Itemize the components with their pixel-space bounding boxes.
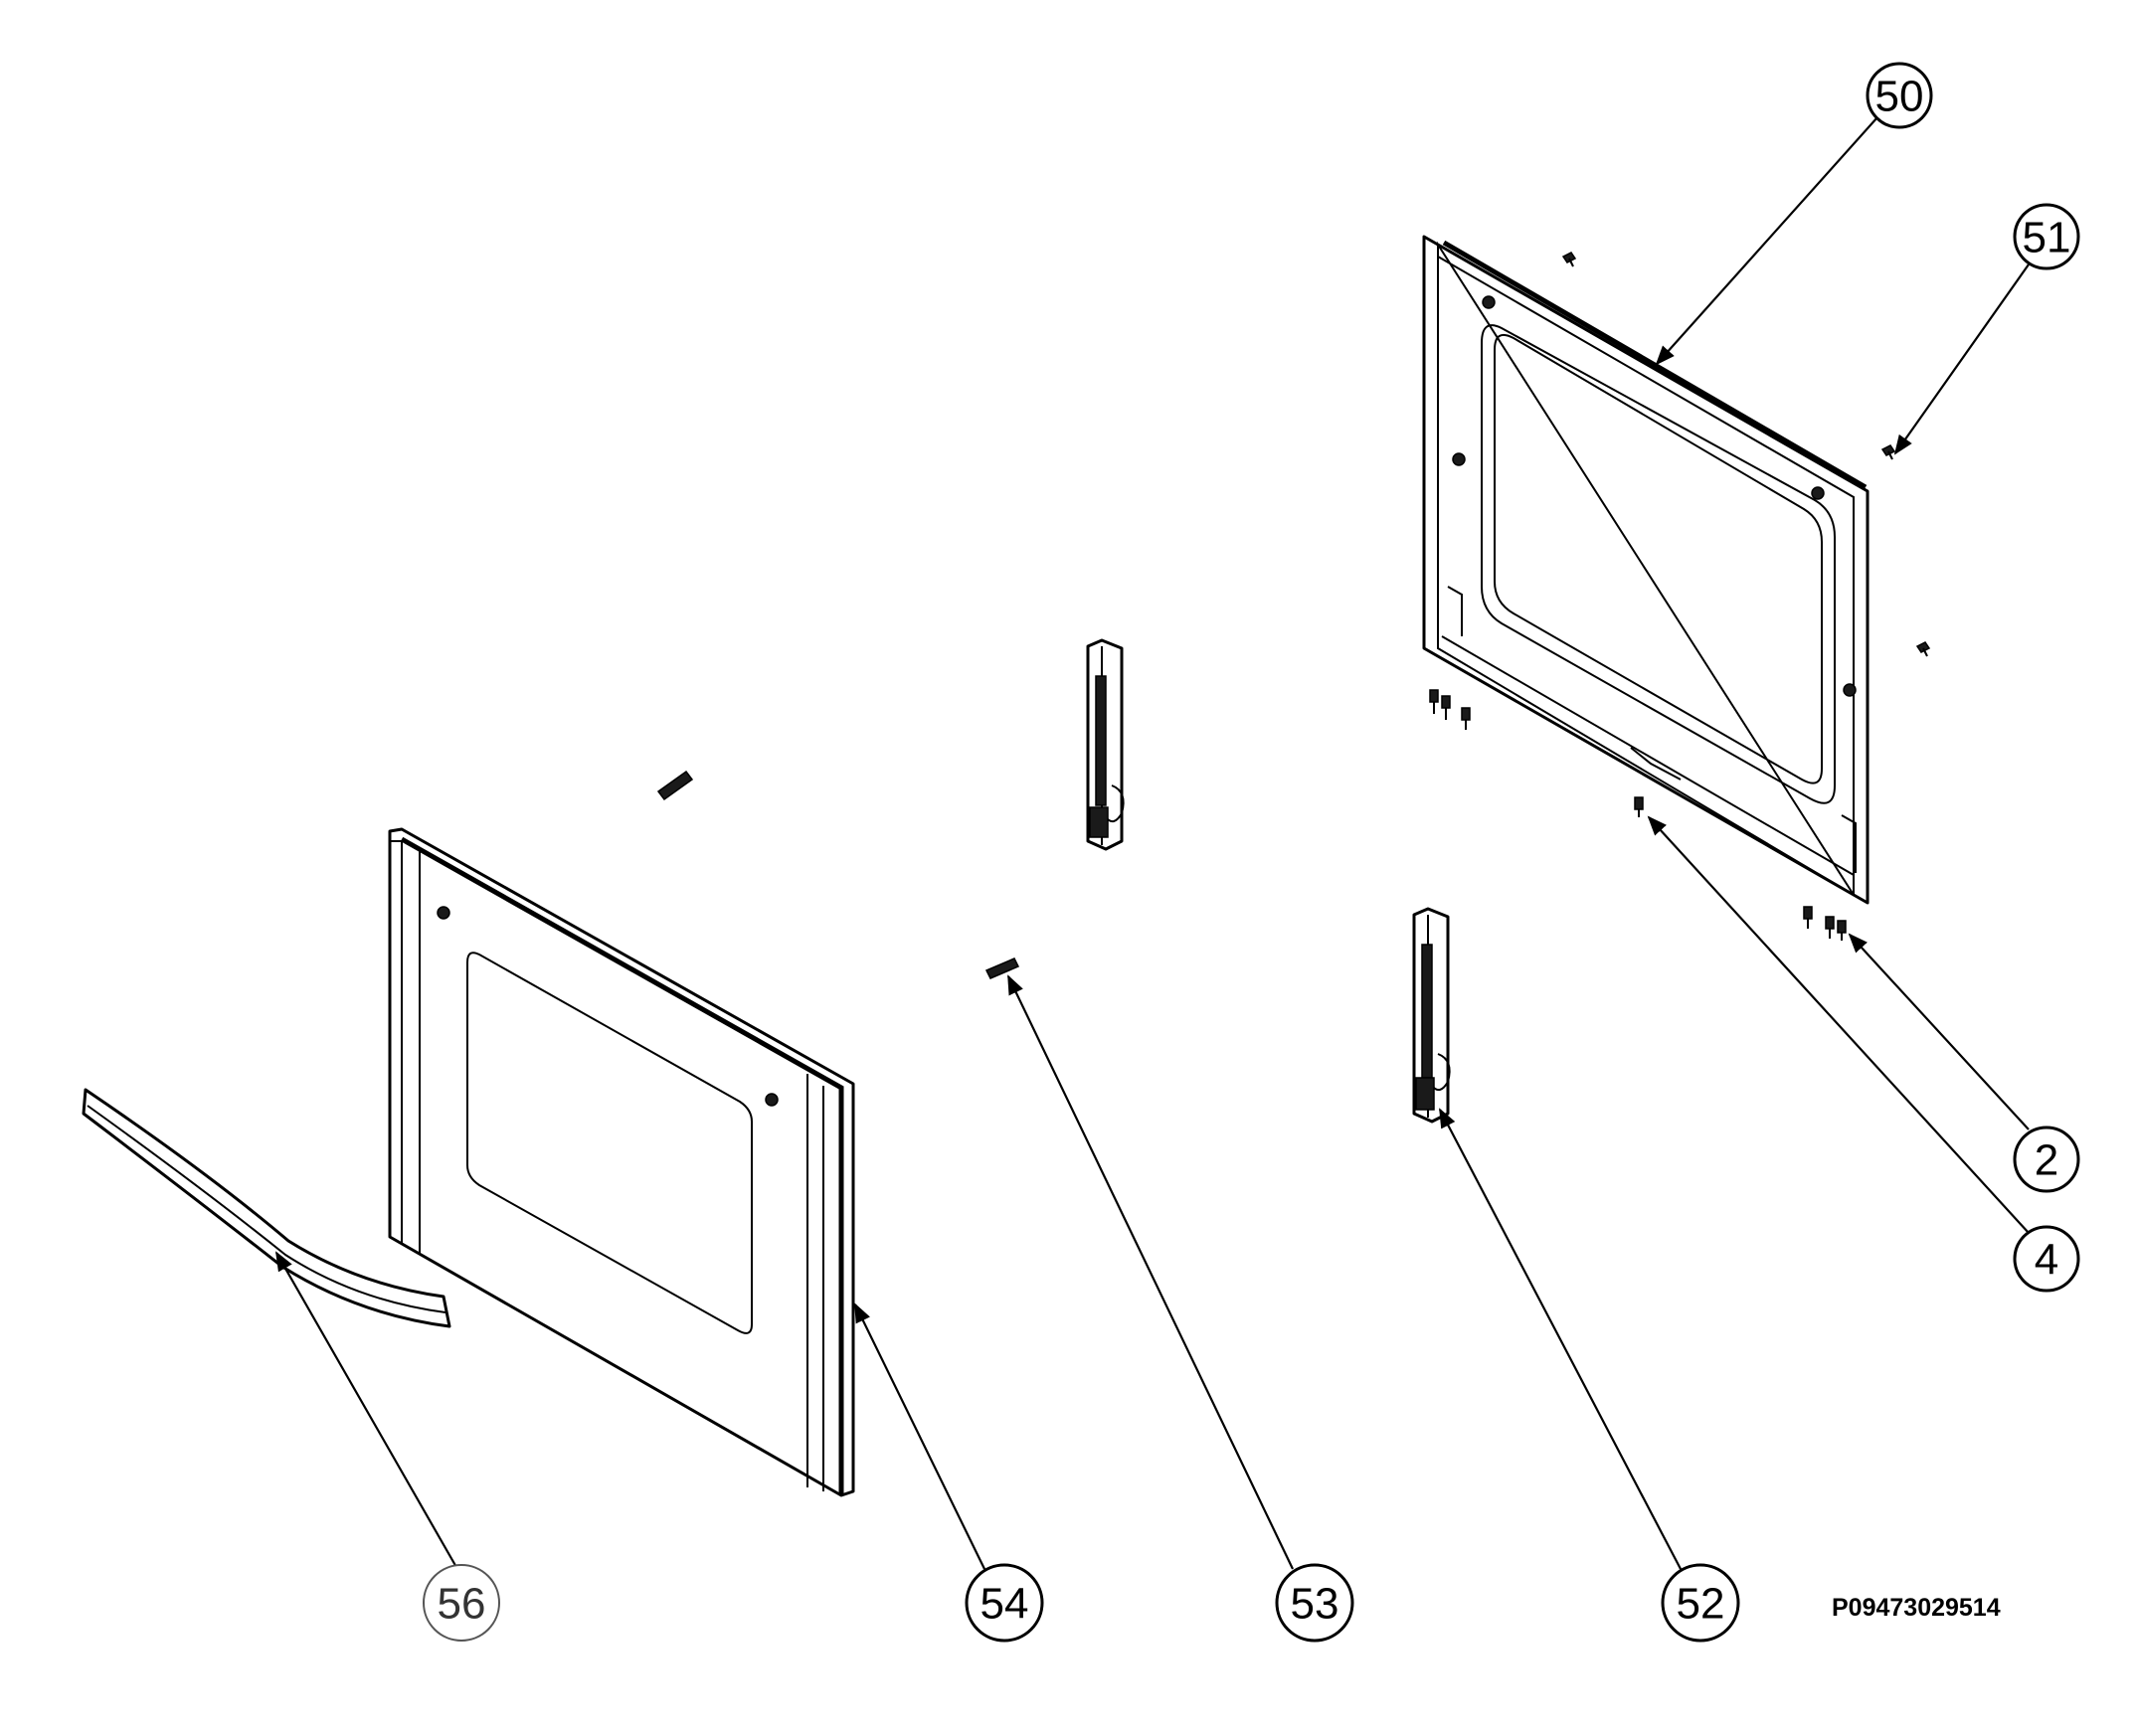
hinge-upper xyxy=(1086,638,1125,851)
hinge-pin-lower xyxy=(984,957,1020,979)
callout-2: 2 xyxy=(2013,1126,2080,1193)
callout-50: 50 xyxy=(1866,62,1933,129)
svg-text:4: 4 xyxy=(2035,1236,2058,1285)
callout-54: 54 xyxy=(965,1563,1044,1643)
leader-lines xyxy=(275,116,2030,1570)
hinge-lower xyxy=(1412,907,1451,1124)
callout-52: 52 xyxy=(1661,1563,1740,1643)
drawing-reference-code: P09473029514 xyxy=(1832,1594,2001,1622)
svg-text:51: 51 xyxy=(2023,214,2071,262)
svg-text:56: 56 xyxy=(438,1580,486,1629)
callout-53: 53 xyxy=(1275,1563,1354,1643)
svg-text:50: 50 xyxy=(1875,73,1924,121)
callout-4: 4 xyxy=(2013,1225,2080,1293)
hinge-pin-upper xyxy=(656,770,694,801)
svg-text:54: 54 xyxy=(980,1580,1029,1629)
svg-text:2: 2 xyxy=(2035,1136,2058,1185)
callout-51: 51 xyxy=(2013,203,2080,270)
screw-group xyxy=(1429,252,1931,941)
outer-door-glass xyxy=(388,827,855,1497)
svg-text:53: 53 xyxy=(1291,1580,1339,1629)
inner-door-panel xyxy=(1422,235,1870,905)
svg-text:52: 52 xyxy=(1677,1580,1725,1629)
callout-56: 56 xyxy=(423,1564,500,1642)
